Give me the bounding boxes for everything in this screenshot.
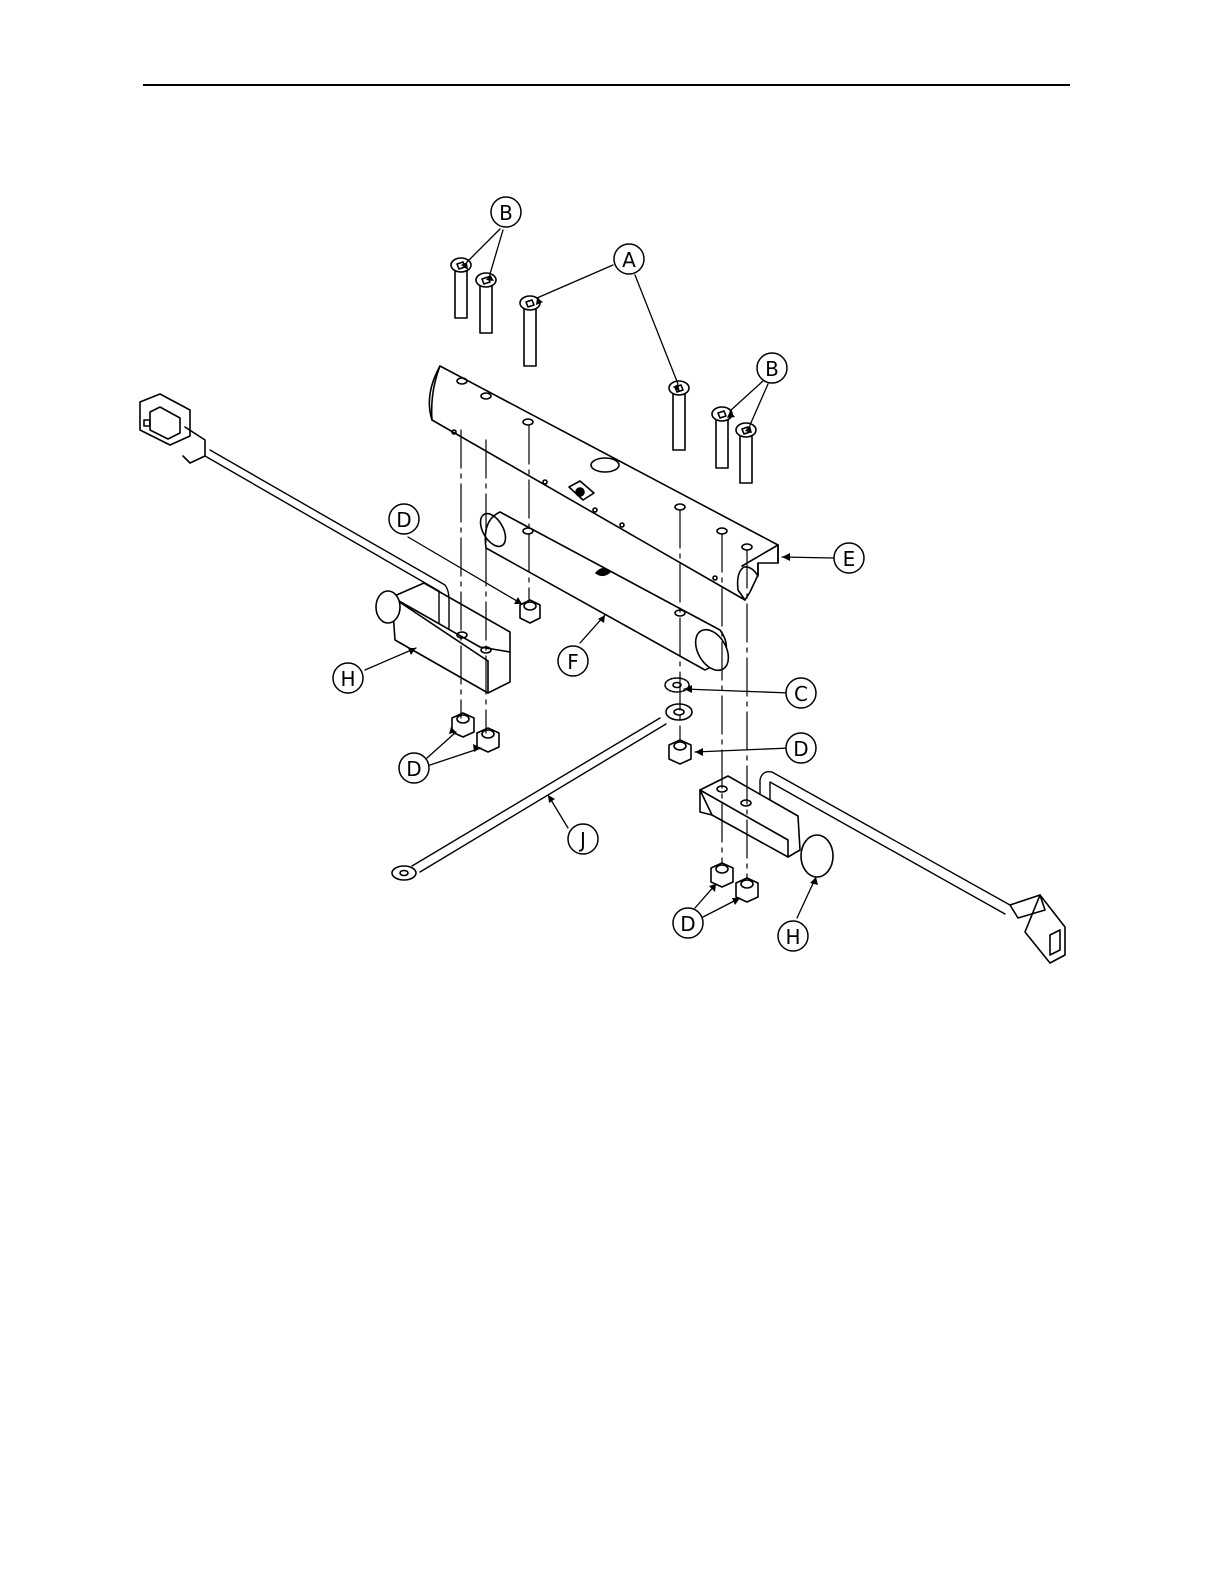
ground-strap-j (392, 704, 692, 880)
callout-label-d2: D (793, 737, 808, 761)
callout-label-j: J (578, 828, 586, 852)
nut-d-5 (711, 863, 733, 887)
callout-label-d3: D (406, 757, 421, 781)
callout-label-c: C (794, 682, 808, 706)
bolt-b-4 (736, 423, 756, 483)
callout-label-b1: B (499, 201, 513, 225)
bolt-b-1 (451, 258, 471, 318)
sensor-block-h-left (140, 394, 510, 693)
callout-label-b2: B (765, 357, 779, 381)
nut-d-4 (669, 740, 691, 764)
callout-label-h1: H (340, 667, 355, 691)
nut-d-1 (520, 600, 540, 623)
channel-bracket-e (429, 366, 778, 600)
bolt-a-2 (669, 381, 689, 450)
callout-label-d1: D (396, 508, 411, 532)
callout-label-f: F (567, 650, 579, 674)
star-washer-c (665, 678, 689, 692)
callout-label-a: A (622, 248, 636, 272)
callout-label-h2: H (785, 925, 800, 949)
bolt-a-1 (520, 296, 540, 366)
sensor-block-h-right (700, 772, 1065, 963)
callout-label-d4: D (680, 912, 695, 936)
callout-label-e: E (843, 547, 856, 571)
bolt-b-2 (476, 273, 496, 333)
